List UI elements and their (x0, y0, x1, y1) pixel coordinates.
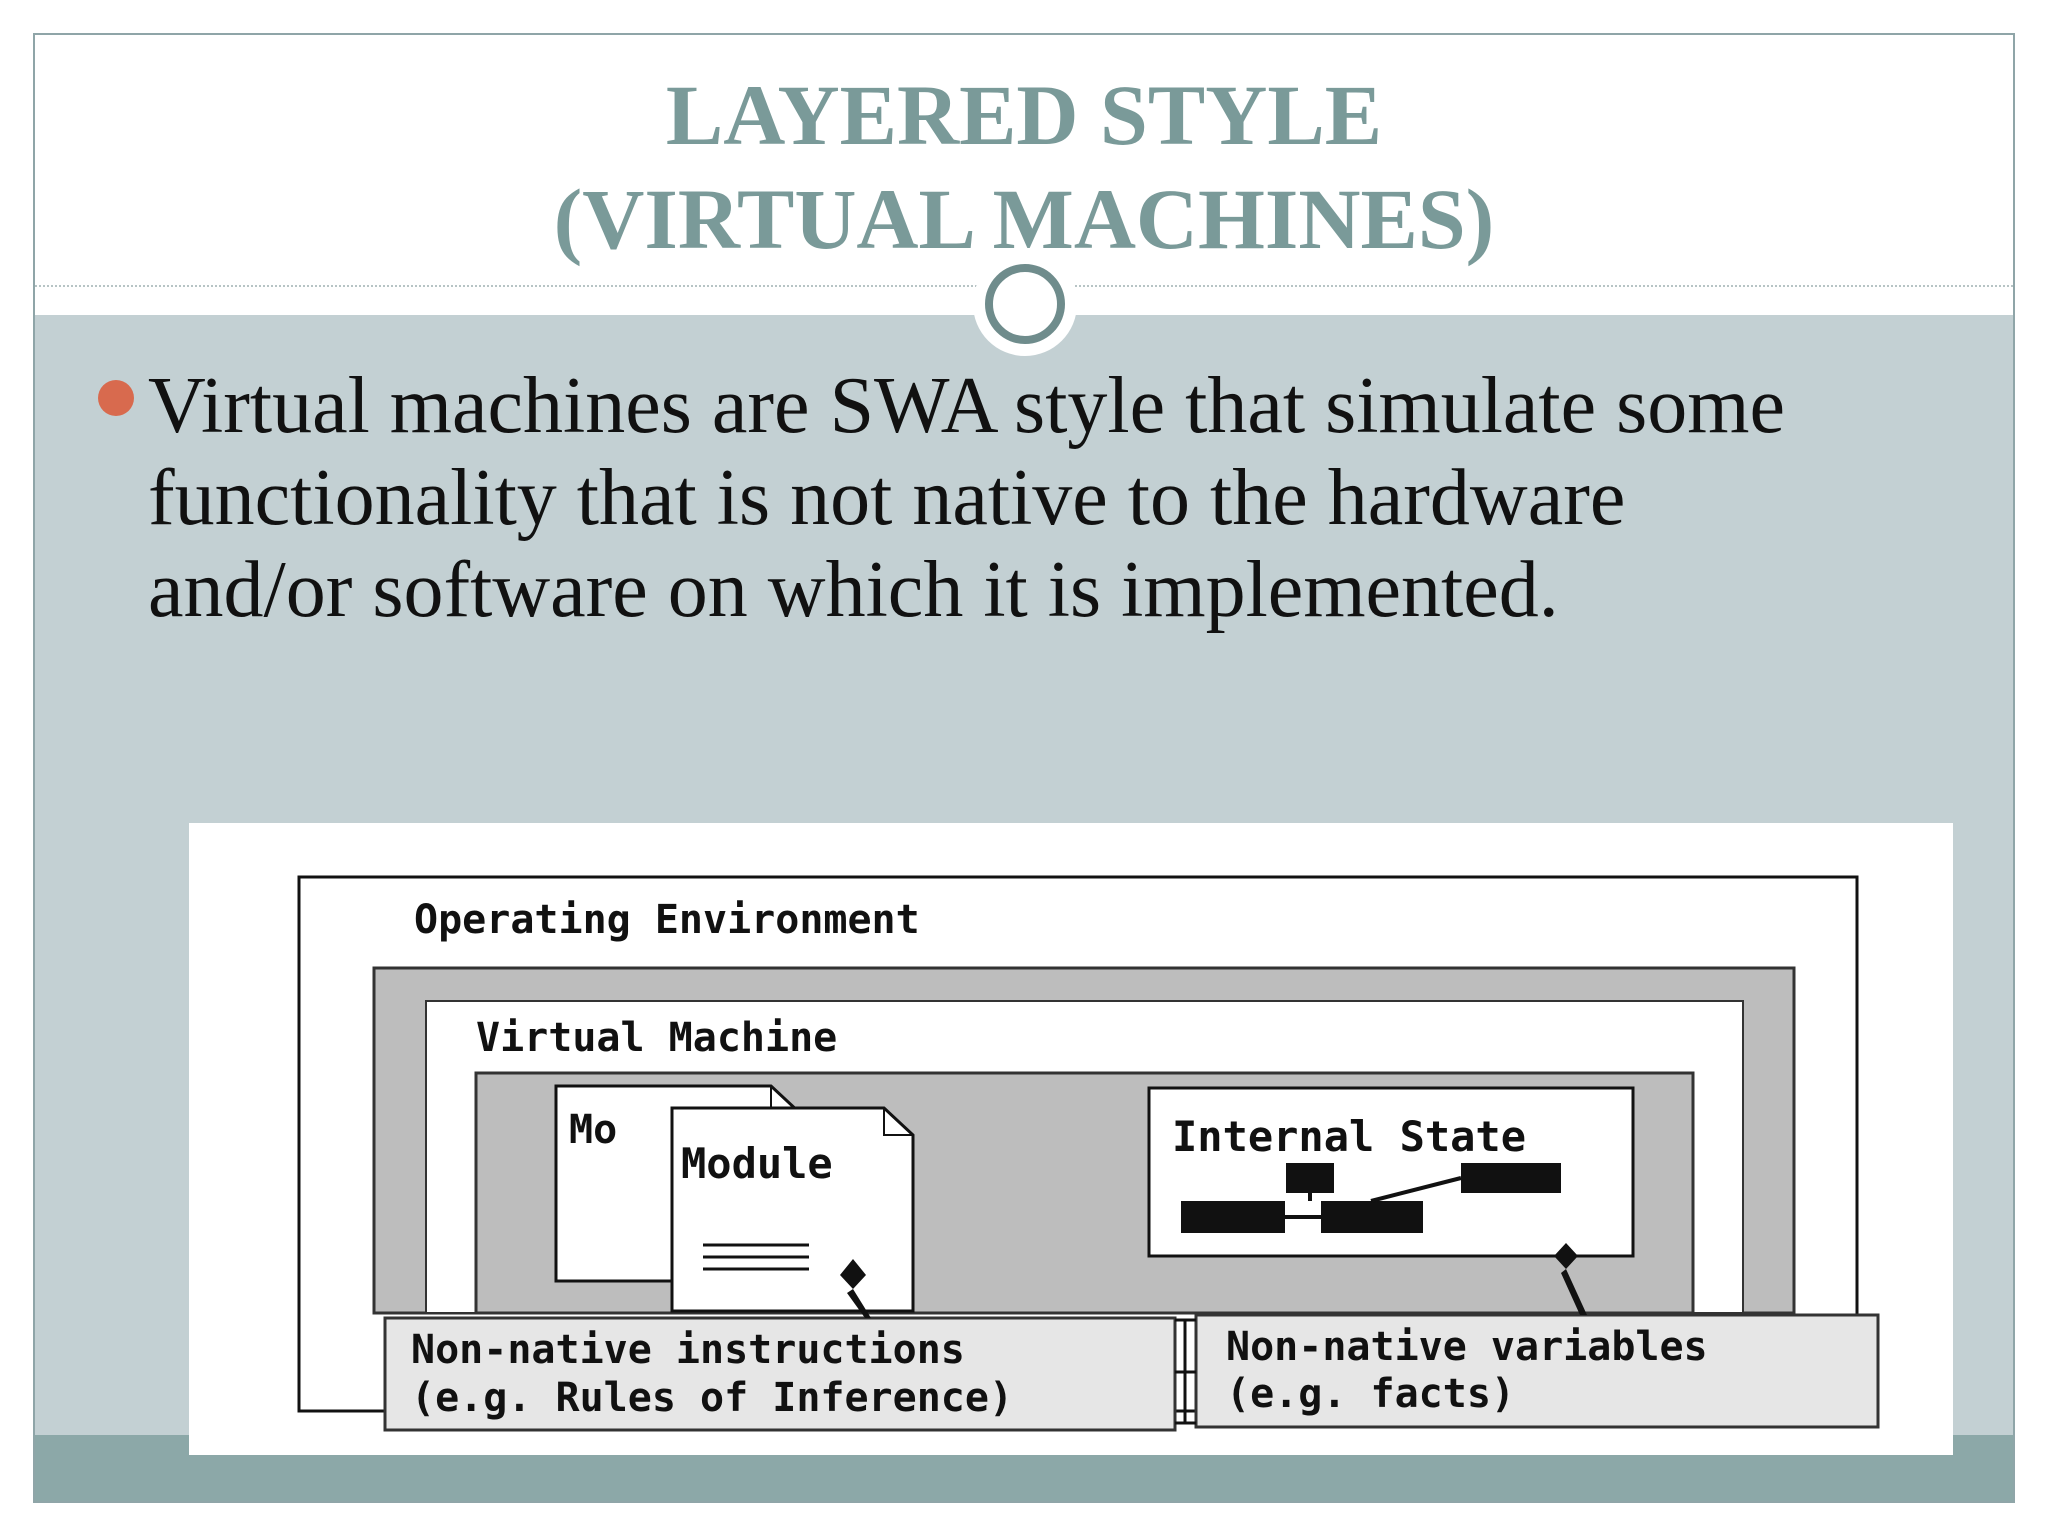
variables-line-2: (e.g. facts) (1226, 1371, 1515, 1417)
diagram-panel: Operating Environment Virtual Machine Mo… (189, 823, 1953, 1455)
slide-title-line-1: LAYERED STYLE (665, 67, 1383, 163)
slide-title: LAYERED STYLE (VIRTUAL MACHINES) (35, 63, 2013, 271)
module-back-label: Mo (569, 1107, 617, 1153)
operating-environment-label: Operating Environment (414, 897, 920, 943)
bullet-line-3: and/or software on which it is implement… (148, 546, 1559, 634)
virtual-machine-label: Virtual Machine (476, 1015, 837, 1061)
state-block-1 (1286, 1163, 1334, 1193)
instructions-leader (847, 1289, 871, 1318)
state-block-2 (1461, 1163, 1561, 1193)
variables-pointer (1554, 1243, 1578, 1269)
variables-leader (1561, 1269, 1587, 1315)
variables-callout-box (1194, 1313, 1880, 1429)
module-front-fold (883, 1108, 913, 1136)
bullet-line-1: Virtual machines are SWA style that simu… (148, 362, 1786, 450)
instructions-line-2: (e.g. Rules of Inference) (411, 1375, 1013, 1421)
slide: LAYERED STYLE (VIRTUAL MACHINES) Virtual… (33, 33, 2015, 1503)
instructions-pointer (840, 1259, 866, 1289)
circle-ornament-icon (973, 252, 1077, 356)
instructions-line-1: Non-native instructions (411, 1327, 965, 1373)
instructions-callout-box (383, 1316, 1177, 1432)
bullet-line-2: functionality that is not native to the … (148, 454, 1626, 542)
module-front-label: Module (681, 1139, 833, 1188)
bullet-dot-icon (98, 380, 134, 416)
internal-state-label: Internal State (1172, 1112, 1526, 1161)
state-connector-3 (1370, 1176, 1462, 1203)
bullet-text: Virtual machines are SWA style that simu… (148, 360, 1988, 636)
variables-line-1: Non-native variables (1226, 1324, 1708, 1370)
virtual-machine-diagram: Operating Environment Virtual Machine Mo… (297, 875, 1880, 1432)
state-block-3 (1181, 1201, 1285, 1233)
slide-title-line-2: (VIRTUAL MACHINES) (553, 171, 1495, 267)
state-block-4 (1321, 1201, 1423, 1233)
ring-icon (985, 264, 1065, 344)
